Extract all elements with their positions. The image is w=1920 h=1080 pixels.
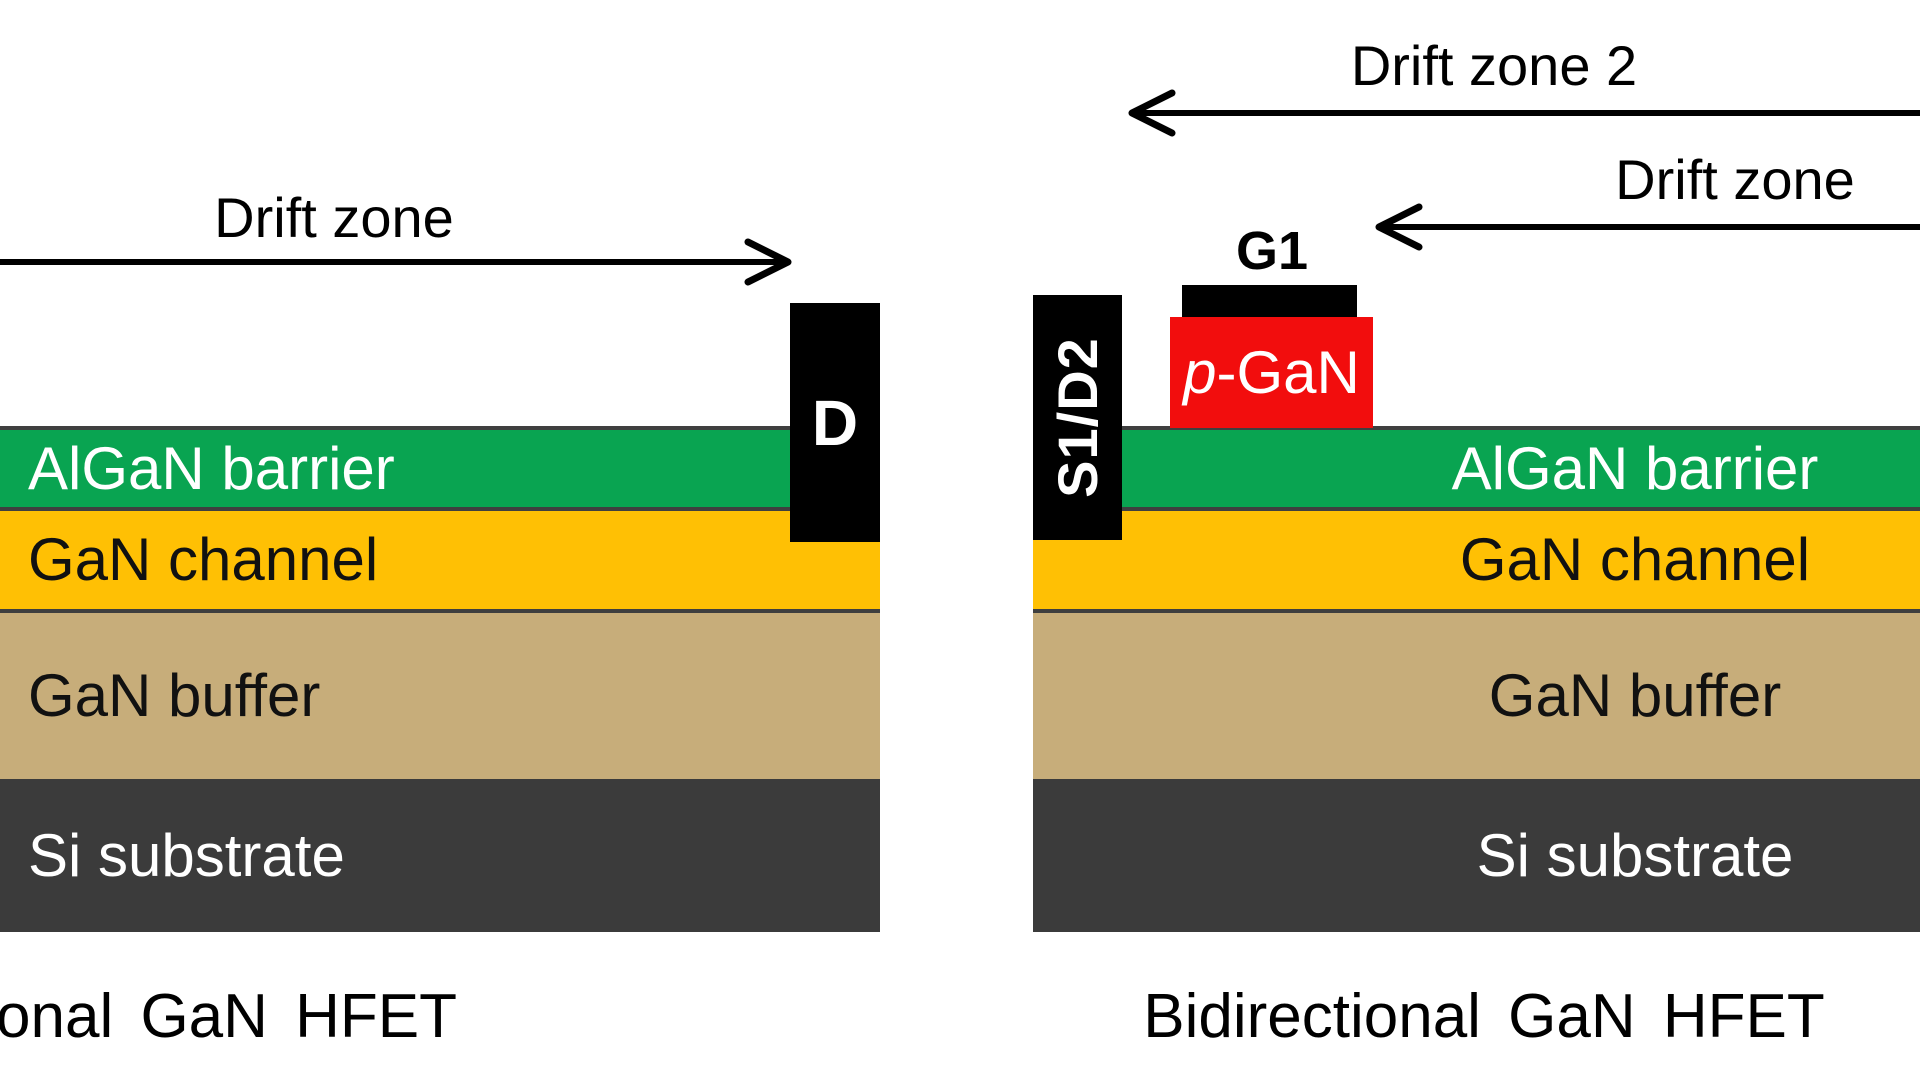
left-drift-zone-label: Drift zone [214,186,454,249]
left-gan-buffer-label: GaN buffer [28,662,321,729]
p-gan-label-italic: p [1183,338,1217,406]
s1-d2-contact-label: S1/D2 [1046,337,1110,498]
right-device-caption: Bidirectional GaN HFET [1143,982,1825,1051]
drift-zone-arrow [1375,203,1920,251]
left-algan-barrier-label: AlGaN barrier [28,434,395,502]
left-gan-channel-layer: GaN channel [0,507,880,609]
right-si-substrate-layer: Si substrate [1033,779,1920,932]
gate-metal-bar [1182,285,1357,317]
s1-d2-contact: S1/D2 [1033,295,1122,540]
right-algan-barrier-label: AlGaN barrier [1451,434,1819,502]
right-si-substrate-label: Si substrate [1476,821,1794,889]
right-algan-barrier-layer: AlGaN barrier [1033,426,1920,507]
p-gan-label-rest: -GaN [1216,338,1360,406]
drift-zone-2-arrow [1128,89,1920,137]
drain-contact-label: D [811,386,859,459]
right-drift-zone-label: Drift zone [1615,148,1855,211]
left-si-substrate-label: Si substrate [28,821,345,889]
right-gan-channel-layer: GaN channel [1033,507,1920,609]
gate-g1-label: G1 [1235,221,1309,281]
p-gan-region: p-GaN [1170,317,1373,428]
left-device-caption: onal GaN HFET [0,982,458,1051]
right-gan-channel-label: GaN channel [1459,526,1811,593]
right-gan-buffer-layer: GaN buffer [1033,609,1920,779]
left-algan-barrier-layer: AlGaN barrier [0,426,880,507]
right-gan-buffer-label: GaN buffer [1488,662,1782,729]
drain-contact: D [790,303,880,542]
drift-zone-2-label: Drift zone 2 [1350,34,1638,97]
left-gan-buffer-layer: GaN buffer [0,609,880,779]
left-si-substrate-layer: Si substrate [0,779,880,932]
left-gan-channel-label: GaN channel [28,526,379,593]
